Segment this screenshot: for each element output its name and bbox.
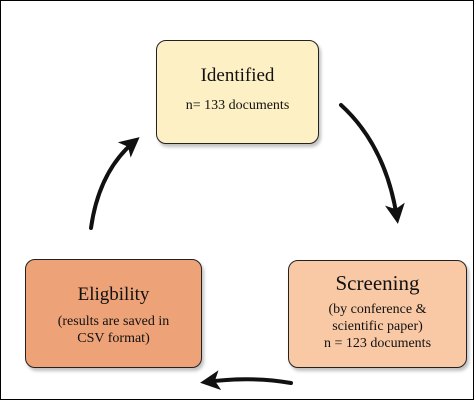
node-screening-count: n = 123 documents [323,336,432,351]
node-eligibility-line-1: (results are saved in [57,314,170,329]
node-screening-line-1: (by conference & [328,302,427,317]
node-identified-count: n= 133 documents [185,98,290,113]
arrow-screening-to-eligibility [200,370,293,391]
arrow-identified-to-screening [339,103,405,224]
node-screening-title: Screening [335,271,420,295]
node-identified: Identified n= 133 documents [156,40,319,144]
node-eligibility-line-2: CSV format) [77,331,150,346]
node-screening-line-2: scientific paper) [332,319,423,334]
node-identified-title: Identified [200,65,275,86]
node-eligibility: Eligbility (results are saved in CSV for… [25,259,202,368]
node-screening: Screening (by conference & scientific pa… [288,260,467,368]
node-eligibility-title: Eligbility [77,284,150,305]
arrow-eligibility-to-identified [89,137,140,230]
